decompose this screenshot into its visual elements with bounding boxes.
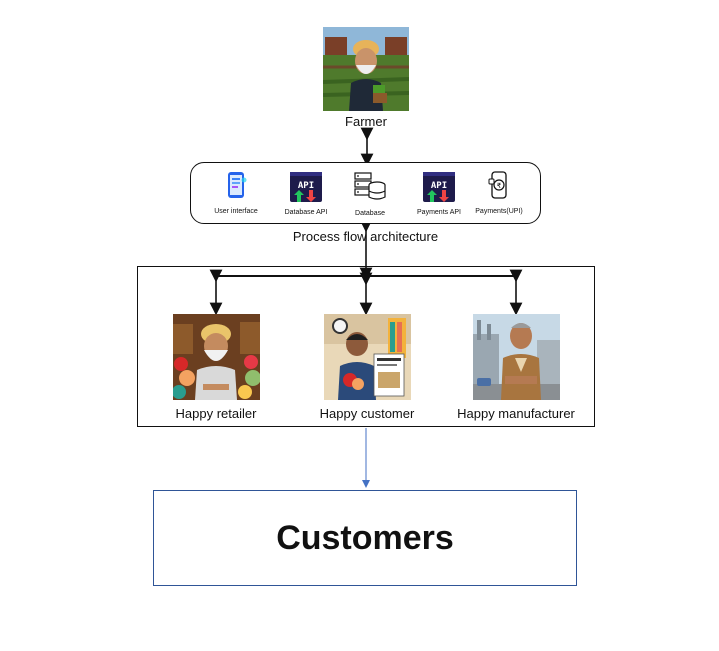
svg-text:API: API	[298, 181, 314, 191]
component-user-interface: User interface	[201, 171, 271, 215]
customer-label: Happy customer	[319, 406, 415, 421]
component-database: Database	[335, 171, 405, 217]
component-database-api: API Database API	[271, 171, 341, 216]
farmer-label: Farmer	[345, 114, 387, 129]
api-icon: API	[290, 172, 322, 202]
component-payments-upi: ₹ Payments(UPI)	[464, 171, 534, 215]
manufacturer-label: Happy manufacturer	[457, 406, 575, 421]
component-label: Payments API	[417, 209, 461, 216]
component-label: Payments(UPI)	[475, 208, 523, 215]
component-payments-api: API Payments API	[404, 171, 474, 216]
customers-label: Customers	[276, 518, 454, 557]
database-icon	[354, 172, 386, 200]
svg-text:API: API	[431, 181, 447, 191]
retailer-label: Happy retailer	[175, 406, 257, 421]
farmer-photo	[323, 27, 409, 111]
manufacturer-photo	[473, 314, 560, 400]
stakeholders-box	[137, 266, 595, 427]
architecture-label: Process flow architecture	[292, 229, 439, 244]
component-label: Database API	[284, 209, 328, 216]
architecture-box: User interface API Database API Database…	[190, 162, 541, 224]
customer-photo	[324, 314, 411, 400]
retailer-photo	[173, 314, 260, 400]
customers-box: Customers	[153, 490, 577, 586]
phone-ui-icon	[228, 172, 247, 198]
svg-text:₹: ₹	[497, 182, 502, 190]
api-icon: API	[423, 172, 455, 202]
payment-phone-icon: ₹	[488, 171, 507, 199]
component-label: Database	[355, 210, 385, 217]
component-label: User interface	[214, 208, 258, 215]
